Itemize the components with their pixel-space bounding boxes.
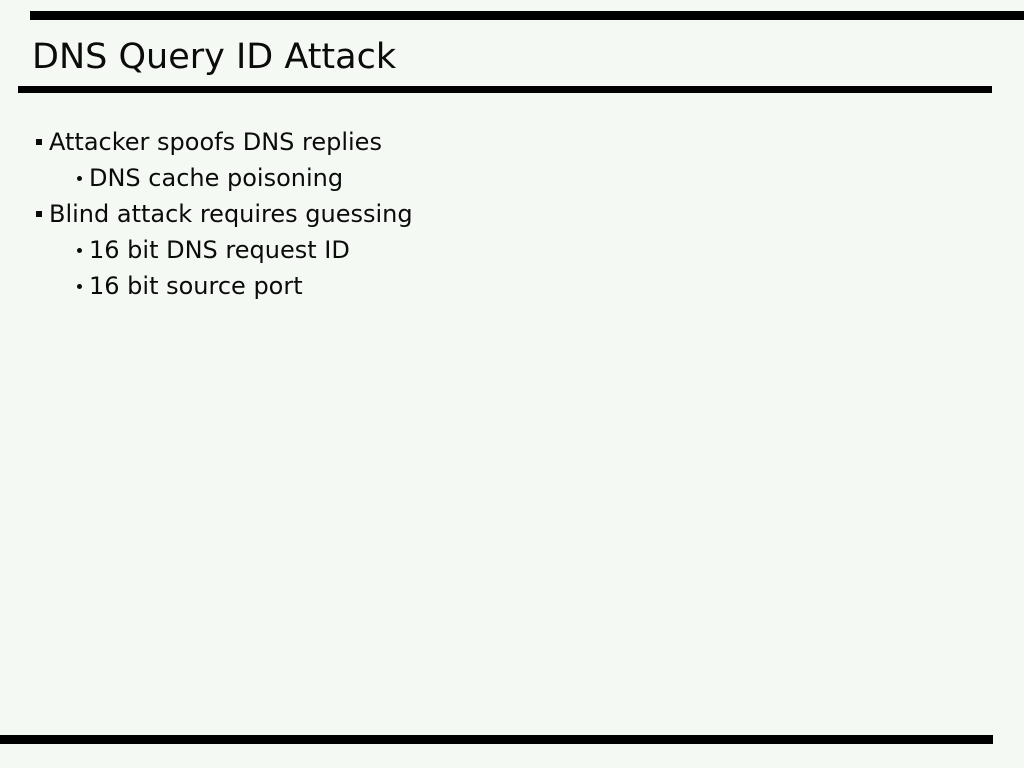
bullet-item: Blind attack requires guessing <box>0 196 1000 232</box>
bullet-item: Attacker spoofs DNS replies <box>0 124 1000 160</box>
bottom-rule <box>0 735 993 744</box>
slide-title: DNS Query ID Attack <box>32 37 397 77</box>
square-bullet-icon <box>36 211 42 217</box>
bullet-list: Attacker spoofs DNS replies DNS cache po… <box>0 124 1000 304</box>
bullet-item: 16 bit DNS request ID <box>0 232 1000 268</box>
dot-bullet-icon <box>77 284 82 289</box>
dot-bullet-icon <box>77 176 82 181</box>
bullet-text: Attacker spoofs DNS replies <box>49 128 382 156</box>
bullet-item: DNS cache poisoning <box>0 160 1000 196</box>
title-underline <box>18 86 992 93</box>
bullet-text: Blind attack requires guessing <box>49 200 413 228</box>
bullet-text: 16 bit DNS request ID <box>89 236 350 264</box>
bullet-text: DNS cache poisoning <box>89 164 344 192</box>
dot-bullet-icon <box>77 248 82 253</box>
square-bullet-icon <box>36 139 42 145</box>
bullet-text: 16 bit source port <box>89 272 303 300</box>
top-rule <box>30 11 1024 20</box>
bullet-item: 16 bit source port <box>0 268 1000 304</box>
